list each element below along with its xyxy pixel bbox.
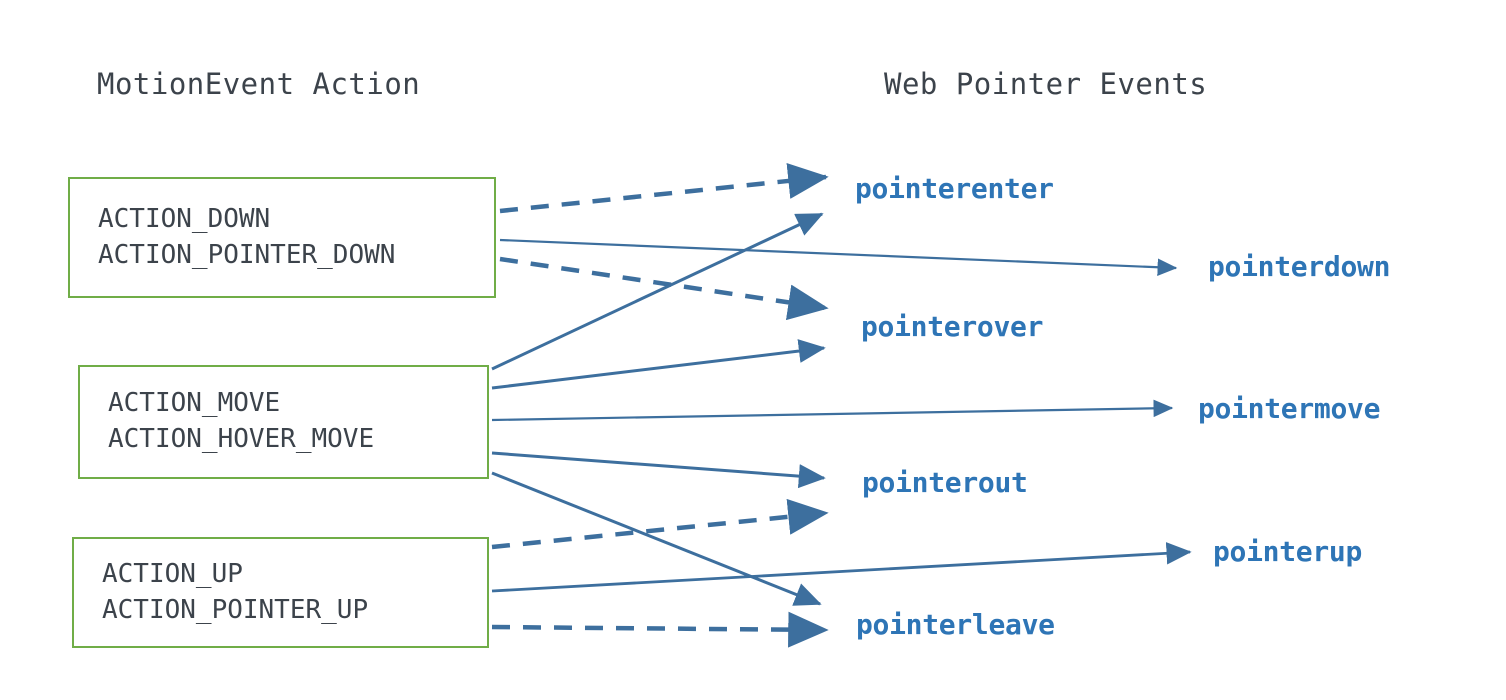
connector-up-to-pointerout (491, 498, 829, 550)
event-label-pointerout: pointerout (862, 466, 1028, 499)
connector-move-to-pointermove (491, 399, 1174, 422)
event-label-pointerenter: pointerenter (855, 172, 1054, 205)
connector-move-to-pointerover (491, 339, 826, 390)
connector-down-to-pointerdown (499, 238, 1178, 277)
connector-move-to-pointerout (491, 451, 826, 489)
action-box-down[interactable]: ACTION_DOWN ACTION_POINTER_DOWN (68, 177, 496, 298)
action-box-move[interactable]: ACTION_MOVE ACTION_HOVER_MOVE (78, 365, 489, 479)
connector-up-to-pointerleave (491, 611, 829, 648)
column-title-motionevent: MotionEvent Action (97, 67, 421, 101)
event-label-pointerleave: pointerleave (856, 608, 1055, 641)
connector-move-to-pointerleave (491, 471, 822, 606)
action-label: ACTION_POINTER_UP (102, 594, 369, 625)
connector-up-to-pointerup (491, 542, 1192, 593)
connector-move-to-pointerenter (491, 212, 824, 371)
connector-down-to-pointerenter (499, 163, 829, 214)
event-label-pointerdown: pointerdown (1208, 250, 1391, 283)
action-label: ACTION_POINTER_DOWN (98, 239, 396, 270)
action-box-up[interactable]: ACTION_UP ACTION_POINTER_UP (72, 537, 489, 648)
connector-down-to-pointerover (499, 256, 829, 321)
event-label-pointermove: pointermove (1198, 392, 1381, 425)
action-label: ACTION_MOVE (108, 388, 281, 419)
action-label: ACTION_DOWN (98, 203, 271, 234)
action-label: ACTION_HOVER_MOVE (108, 424, 375, 454)
event-label-pointerup: pointerup (1213, 535, 1363, 568)
column-title-web-pointer-events: Web Pointer Events (884, 67, 1208, 101)
action-label: ACTION_UP (102, 558, 243, 589)
event-label-pointerover: pointerover (861, 310, 1044, 343)
